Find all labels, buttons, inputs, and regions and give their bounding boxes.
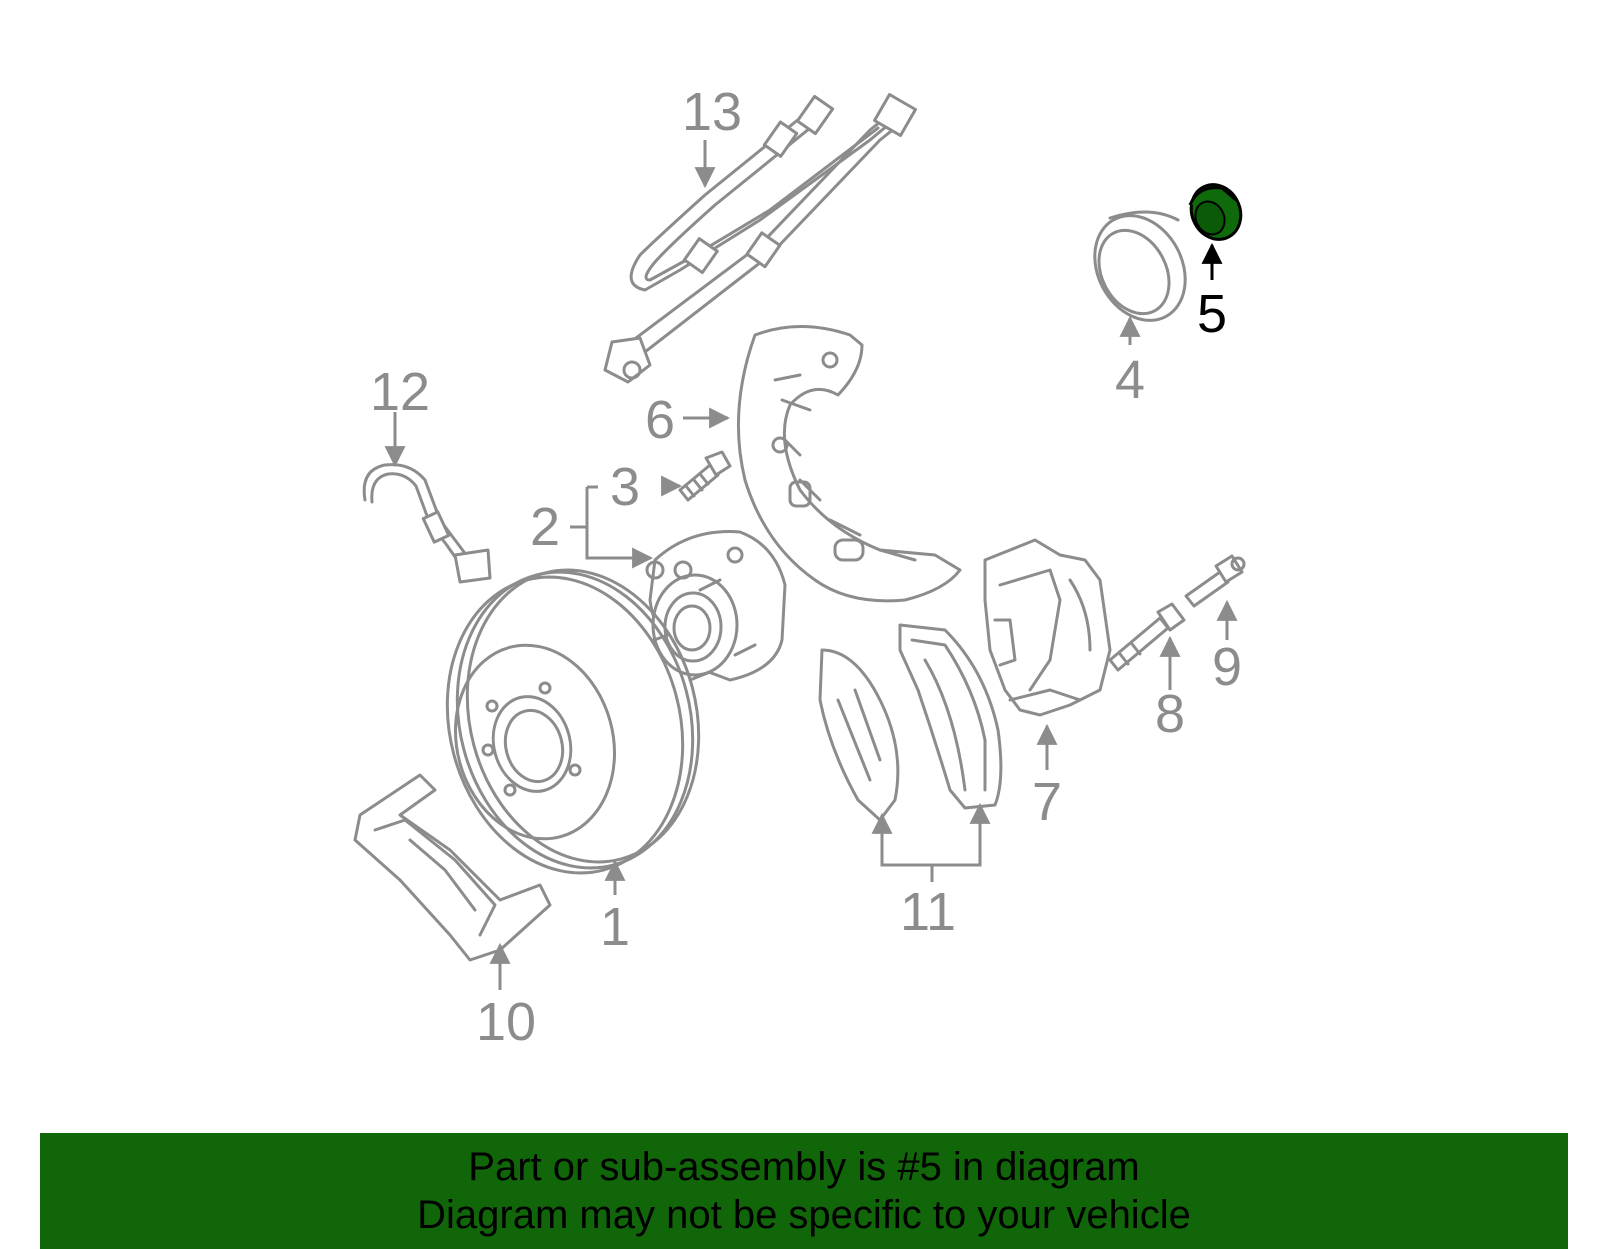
callout-12: 12 <box>370 362 430 422</box>
part-7-caliper <box>983 538 1112 717</box>
callout-1: 1 <box>600 897 630 957</box>
callout-13: 13 <box>682 82 742 142</box>
callout-10: 10 <box>476 992 536 1052</box>
footer-banner: Part or sub-assembly is #5 in diagram Di… <box>40 1133 1568 1249</box>
callout-11: 11 <box>900 882 956 942</box>
part-12-abs-sensor <box>362 463 492 584</box>
callout-8: 8 <box>1155 684 1185 744</box>
part-1-rotor <box>445 568 701 875</box>
callout-2: 2 <box>530 497 560 557</box>
part-11-brake-pads <box>818 623 1003 822</box>
part-9-bolt <box>1184 554 1246 608</box>
part-3-bolt <box>678 450 732 502</box>
part-6-splash-shield <box>736 325 962 603</box>
part-4-seal <box>1093 210 1187 322</box>
part-5-highlighted-cap <box>1188 183 1243 241</box>
callout-6: 6 <box>645 390 675 450</box>
footer-line-disclaimer: Diagram may not be specific to your vehi… <box>417 1193 1191 1237</box>
part-2-hub-bearing <box>638 530 787 682</box>
callout-9: 9 <box>1212 637 1242 697</box>
part-13-hose-assembly <box>603 93 917 384</box>
footer-line-part-info: Part or sub-assembly is #5 in diagram <box>468 1145 1140 1189</box>
callout-5-highlighted: 5 <box>1197 284 1227 344</box>
part-8-guide-bolt <box>1108 602 1186 672</box>
leader-lines <box>384 140 1238 990</box>
part-10-caliper-bracket <box>353 773 552 962</box>
callout-3: 3 <box>610 457 640 517</box>
callout-7: 7 <box>1032 772 1062 832</box>
callout-4: 4 <box>1115 350 1145 410</box>
